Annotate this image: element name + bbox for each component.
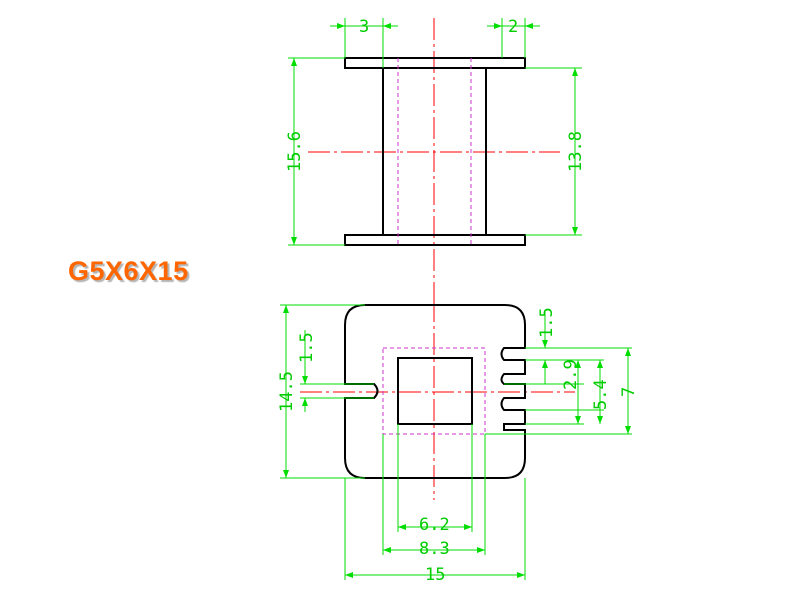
top-view: 3 2 15.6 13.8 — [285, 17, 586, 300]
hidden-core-outline — [382, 347, 486, 435]
dim-hidden-width: 8.3 — [419, 539, 450, 559]
dim-right-slot-span: 5.4 — [591, 379, 611, 410]
dim-window-width: 6.2 — [419, 515, 450, 535]
end-flange-outline — [344, 304, 526, 479]
center-window — [397, 357, 473, 425]
top-flange — [344, 57, 526, 69]
dim-right-slot-height: 2.9 — [561, 359, 581, 390]
bottom-view: 1.5 14.5 1.5 2.9 2.9 5.4 — [277, 300, 639, 585]
part-title: G5X6X15 — [68, 256, 189, 286]
dim-overall-width: 15 — [425, 565, 445, 585]
dim-right-flange-inset: 2 — [508, 17, 518, 37]
bottom-flange — [344, 234, 526, 246]
dim-top-overall-height: 15.6 — [285, 131, 305, 172]
dim-right-top-slot: 1.5 — [537, 307, 557, 338]
dim-bottom-overall-height: 14.5 — [277, 371, 297, 412]
dim-left-slot-height: 1.5 — [297, 332, 317, 363]
dim-top-inner-height: 13.8 — [566, 131, 586, 172]
dim-left-flange-inset: 3 — [359, 17, 369, 37]
dim-right-inner-height: 7 — [619, 387, 639, 397]
